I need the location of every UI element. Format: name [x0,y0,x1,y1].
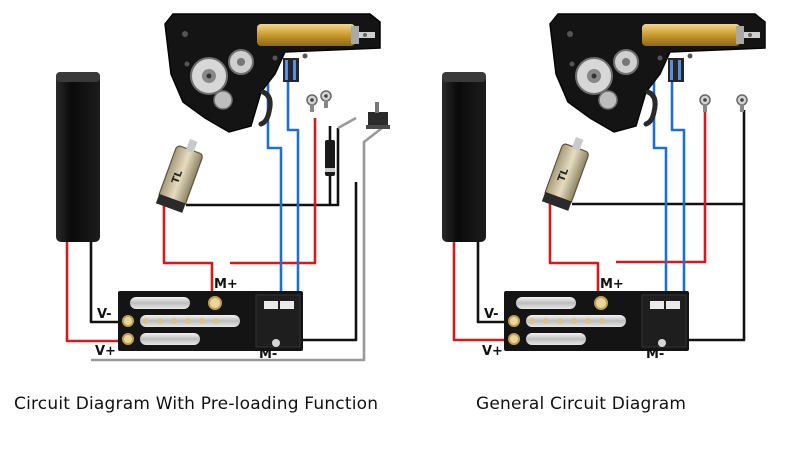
left-motor-positive-wire [162,200,214,294]
left-trigger-contact-1 [306,94,318,113]
right-motor-negative-wire [572,110,746,206]
right-trigger-contact-2 [736,94,748,113]
left-switch-red-wire [230,118,317,265]
left-label-v-minus: V- [97,307,112,322]
right-label-v-minus: V- [484,307,499,322]
right-trigger-contact-1 [699,94,711,113]
left-m-minus-wire [290,182,358,342]
left-motor-negative-wire [186,128,340,207]
left-preload-switch [366,102,390,129]
right-gearbox [550,14,765,132]
left-motor [155,135,208,214]
left-diagram-caption: Circuit Diagram With Pre-loading Functio… [14,394,379,414]
right-diagram-caption: General Circuit Diagram [476,394,687,414]
left-gearbox [165,14,380,132]
left-battery [56,72,100,242]
left-preload-wire [91,126,383,362]
right-battery-positive-wire [452,240,506,342]
left-circuit-diagram: M+ M- V- V+ [56,14,390,362]
right-battery [442,72,486,242]
right-battery-negative-wire [476,240,506,324]
left-battery-negative-wire [89,240,119,324]
left-label-m-plus: M+ [214,277,238,292]
right-mosfet-board [503,290,690,352]
right-motor [541,133,594,212]
right-wires [452,64,746,342]
left-signal-wire-2 [286,64,300,300]
right-motor-positive-wire [548,198,600,294]
right-signal-wire-2 [670,64,686,300]
right-switch-red-wire [616,108,707,264]
left-trigger-contact-2 [320,90,332,109]
left-mosfet-board [117,290,304,352]
left-preload-switch-wire [337,116,357,130]
right-label-m-minus: M- [646,347,664,362]
right-label-m-plus: M+ [600,277,624,292]
right-label-v-plus: V+ [482,344,503,359]
right-circuit-diagram: M+ M- V- V+ [442,14,765,362]
right-m-minus-wire [676,204,746,342]
left-label-v-plus: V+ [95,344,116,359]
left-diode [325,140,335,176]
left-label-m-minus: M- [259,347,277,362]
left-battery-positive-wire [65,240,119,343]
